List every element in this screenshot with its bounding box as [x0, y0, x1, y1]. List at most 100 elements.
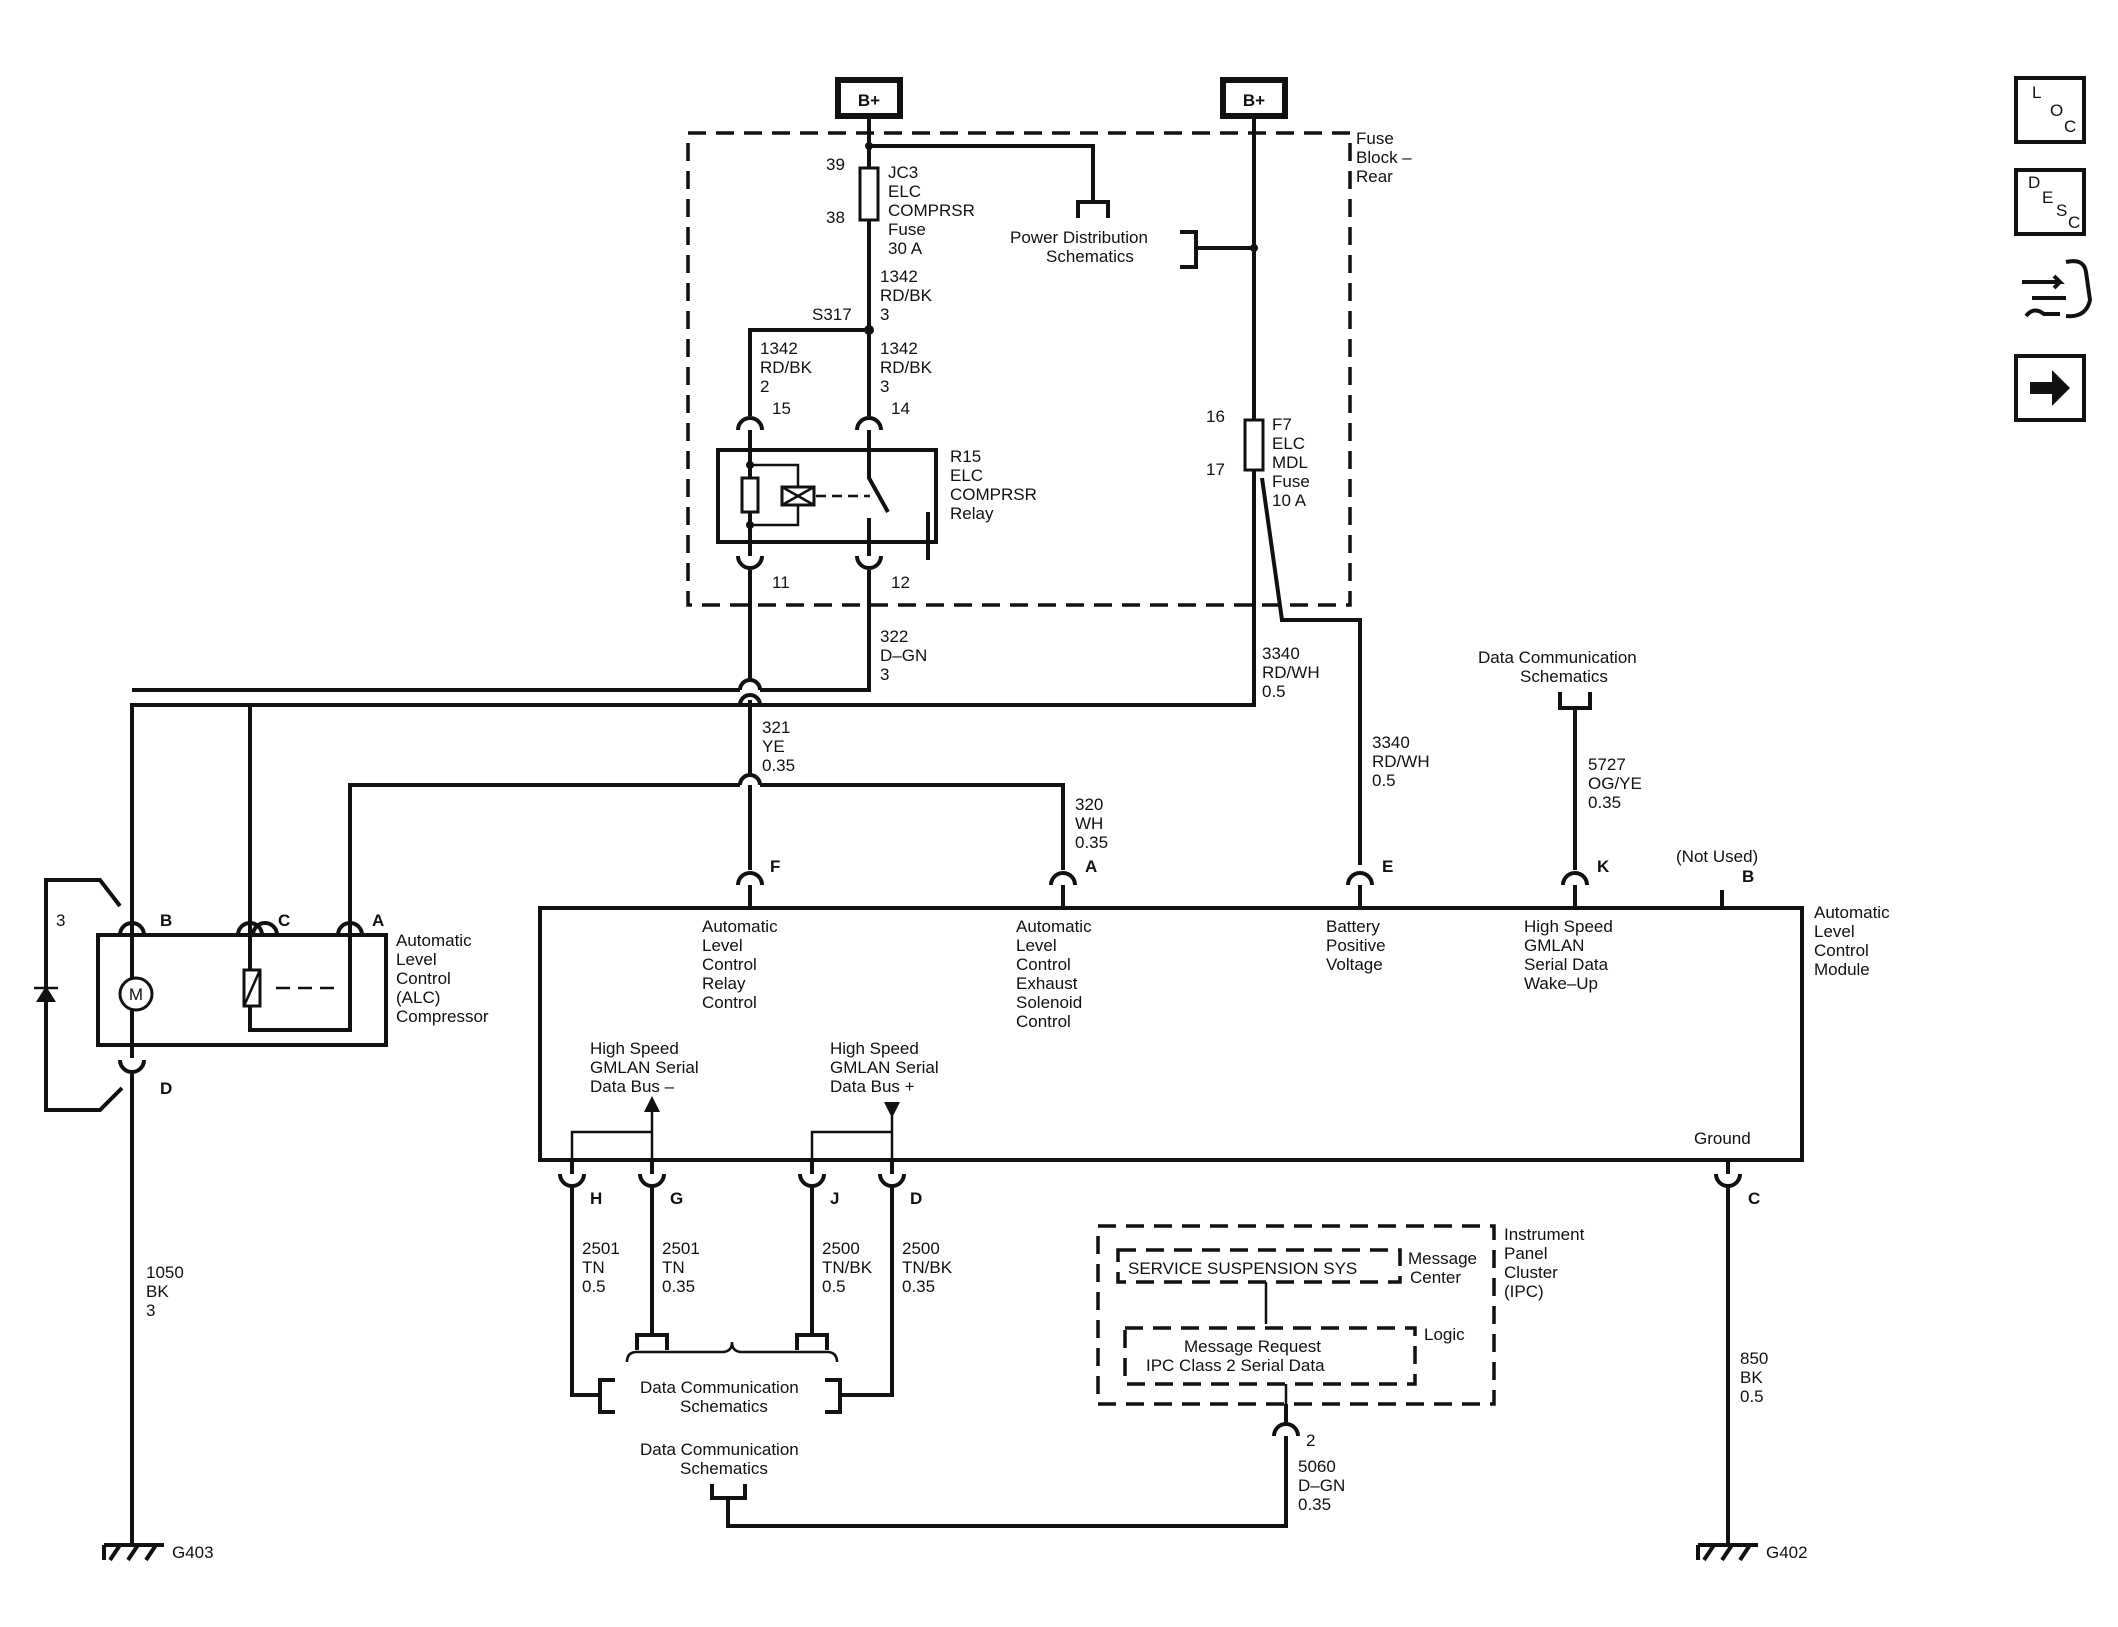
- next-arrow-icon[interactable]: [2014, 354, 2086, 422]
- wire-850-label: 850: [1740, 1349, 1768, 1368]
- module-battery-3: Voltage: [1326, 955, 1383, 974]
- module-bus-minus-1: High Speed: [590, 1039, 679, 1058]
- compressor-label-1: Automatic: [396, 931, 472, 950]
- module-relay-ctrl-2: Level: [702, 936, 743, 955]
- fuse-f7-pin-top: 16: [1206, 407, 1225, 426]
- module-bus-plus-1: High Speed: [830, 1039, 919, 1058]
- wire-2500-b-color: TN/BK: [902, 1258, 953, 1277]
- wire-3340-a-gauge: 0.5: [1262, 682, 1286, 701]
- compressor-diode: 3: [34, 878, 124, 1112]
- wire-2501-a-label: 2501: [582, 1239, 620, 1258]
- module-wakeup-1: High Speed: [1524, 917, 1613, 936]
- ipc-service-message: SERVICE SUSPENSION SYS: [1128, 1259, 1357, 1278]
- fuse-jc3-pin-top: 39: [826, 155, 845, 174]
- compressor-diode-pin: 3: [56, 911, 65, 930]
- wire-5060-label: 5060: [1298, 1457, 1336, 1476]
- wire-320-gauge: 0.35: [1075, 833, 1108, 852]
- ipc-request-label-2: IPC Class 2 Serial Data: [1146, 1356, 1325, 1375]
- wire-5060-pin: 2: [1306, 1431, 1315, 1450]
- relay-pin-15: 15: [772, 399, 791, 418]
- compressor-pin-b: B: [160, 911, 172, 930]
- module-bus-plus-2: GMLAN Serial: [830, 1058, 939, 1077]
- wire-3340-b-color: RD/WH: [1372, 752, 1430, 771]
- data-comm-bot-label-2: Schematics: [680, 1459, 768, 1478]
- wire-1342-a-label: 1342: [880, 267, 918, 286]
- module-pin-e: E: [1382, 857, 1393, 876]
- fuse-jc3-label-1: JC3: [888, 163, 918, 182]
- wire-3340-b-label: 3340: [1372, 733, 1410, 752]
- module-title-3: Control: [1814, 941, 1869, 960]
- desc-icon-letter-e: E: [2042, 188, 2053, 207]
- relay-label-1: R15: [950, 447, 981, 466]
- wire-320-color: WH: [1075, 814, 1103, 833]
- wire-1342-b-color: RD/BK: [760, 358, 813, 377]
- wire-850-color: BK: [1740, 1368, 1763, 1387]
- wire-2501-b-color: TN: [662, 1258, 685, 1277]
- ipc-logic-label: Logic: [1424, 1325, 1465, 1344]
- fuse-f7: 16 17 F7 ELC MDL Fuse 10 A: [1206, 407, 1310, 510]
- fuse-f7-pin-bottom: 17: [1206, 460, 1225, 479]
- wire-1342-c-gauge: 3: [880, 377, 889, 396]
- wire-2501-a-color: TN: [582, 1258, 605, 1277]
- ipc-title-1: Instrument: [1504, 1225, 1585, 1244]
- ipc-request-label: Message Request: [1184, 1337, 1321, 1356]
- wire-3340-a-label: 3340: [1262, 644, 1300, 663]
- wire-320-label: 320: [1075, 795, 1103, 814]
- wire-2501-b-gauge: 0.35: [662, 1277, 695, 1296]
- power-distribution-label: Power Distribution: [1010, 228, 1148, 247]
- fuse-jc3-label-3: COMPRSR: [888, 201, 975, 220]
- module-pin-d: D: [910, 1189, 922, 1208]
- desc-icon-letter-c: C: [2068, 213, 2080, 232]
- wire-5727-color: OG/YE: [1588, 774, 1642, 793]
- fuse-block-label: Fuse: [1356, 129, 1394, 148]
- wire-2501-a-gauge: 0.5: [582, 1277, 606, 1296]
- wire-5727-label: 5727: [1588, 755, 1626, 774]
- data-comm-mid-label: Data Communication: [640, 1378, 799, 1397]
- fuse-f7-label-3: MDL: [1272, 453, 1308, 472]
- fuse-f7-label-2: ELC: [1272, 434, 1305, 453]
- compressor-motor-label: M: [129, 985, 143, 1004]
- wire-321-color: YE: [762, 737, 785, 756]
- loc-icon-letter-l: L: [2032, 83, 2041, 102]
- module-exhaust-ctrl-5: Solenoid: [1016, 993, 1082, 1012]
- connector-tool-icon[interactable]: [2022, 259, 2093, 319]
- fuse-block-rear-boundary: [686, 131, 1352, 607]
- module-exhaust-ctrl-3: Control: [1016, 955, 1071, 974]
- wire-1342-a-gauge: 3: [880, 305, 889, 324]
- module-exhaust-ctrl-6: Control: [1016, 1012, 1071, 1031]
- wire-1342-a-color: RD/BK: [880, 286, 933, 305]
- ipc-message-label: Message: [1408, 1249, 1477, 1268]
- module-wakeup-2: GMLAN: [1524, 936, 1584, 955]
- wire-321-label: 321: [762, 718, 790, 737]
- description-icon[interactable]: D E S C: [2014, 168, 2086, 236]
- location-icon[interactable]: L O C: [2014, 76, 2086, 144]
- fuse-jc3-pin-bottom: 38: [826, 208, 845, 227]
- power-b-plus-1-label: B+: [858, 91, 880, 110]
- module-bus-minus-3: Data Bus –: [590, 1077, 675, 1096]
- fuse-f7-label-4: Fuse: [1272, 472, 1310, 491]
- module-pin-c: C: [1748, 1189, 1760, 1208]
- data-comm-bot-label: Data Communication: [640, 1440, 799, 1459]
- module-battery-2: Positive: [1326, 936, 1386, 955]
- ipc-center-label: Center: [1410, 1268, 1461, 1287]
- module-pin-k: K: [1597, 857, 1610, 876]
- module-title-1: Automatic: [1814, 903, 1890, 922]
- splice-s317-label: S317: [812, 305, 852, 324]
- alc-module: Automatic Level Control Module Automatic…: [538, 903, 1890, 1162]
- module-bus-plus-3: Data Bus +: [830, 1077, 915, 1096]
- fuse-block-label-2: Block –: [1356, 148, 1412, 167]
- wire-3340-a-color: RD/WH: [1262, 663, 1320, 682]
- data-comm-top-label: Data Communication: [1478, 648, 1637, 667]
- wire-2500-b-gauge: 0.35: [902, 1277, 935, 1296]
- wire-5060-color: D–GN: [1298, 1476, 1345, 1495]
- module-exhaust-ctrl-4: Exhaust: [1016, 974, 1078, 993]
- fuse-jc3-label-4: Fuse: [888, 220, 926, 239]
- compressor-label-5: Compressor: [396, 1007, 489, 1026]
- relay-label-2: ELC: [950, 466, 983, 485]
- ipc-title-4: (IPC): [1504, 1282, 1544, 1301]
- wire-2500-a-gauge: 0.5: [822, 1277, 846, 1296]
- compressor-pin-d: D: [160, 1079, 172, 1098]
- ipc-title-2: Panel: [1504, 1244, 1547, 1263]
- wire-1050-label: 1050: [146, 1263, 184, 1282]
